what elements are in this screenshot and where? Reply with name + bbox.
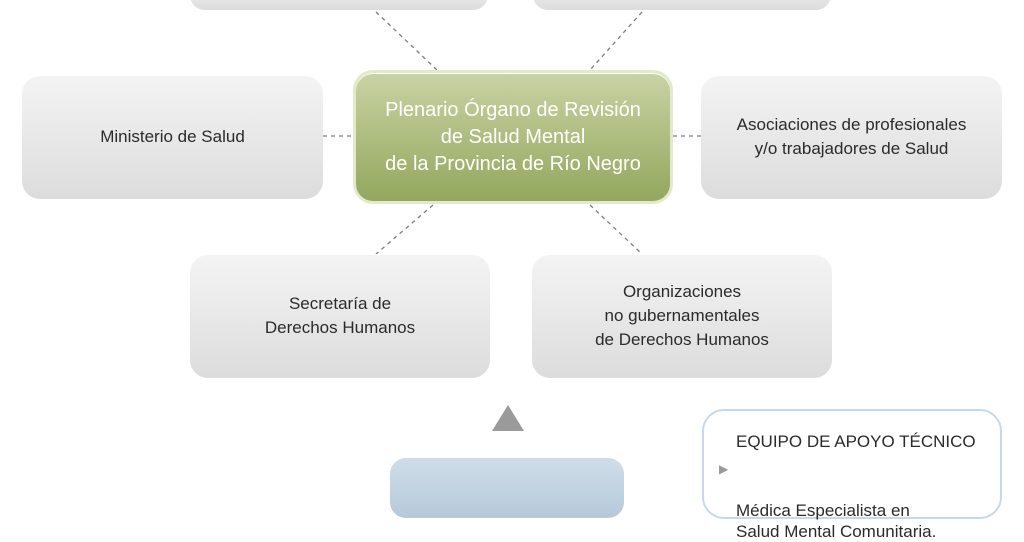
node-ong-ddhh: Organizaciones no gubernamentales de Der…: [532, 254, 832, 378]
team-item: ▶ Médica Especialista en Salud Mental Co…: [719, 458, 1000, 542]
node-secretaria-ddhh: Secretaría de Derechos Humanos: [190, 254, 490, 378]
node-label: Secretaría de Derechos Humanos: [264, 294, 416, 337]
connector-top-right: [589, 11, 643, 71]
team-item-label: Médica Especialista en Salud Mental Comu…: [736, 501, 937, 541]
connector-lines: [323, 11, 701, 255]
connector-bottom-left: [375, 204, 434, 255]
connector-bottom-right: [589, 204, 643, 255]
technical-support-team-box: EQUIPO DE APOYO TÉCNICO ▶ Médica Especia…: [702, 409, 1002, 541]
lower-blue-node: [390, 458, 624, 518]
triangle-right-icon: ▶: [719, 462, 729, 476]
team-title: EQUIPO DE APOYO TÉCNICO: [736, 432, 976, 451]
node-asociaciones: Asociaciones de profesionales y/o trabaj…: [701, 75, 1002, 199]
top-right-node: [533, 0, 831, 10]
node-label: Organizaciones no gubernamentales de Der…: [595, 282, 769, 349]
triangle-up-icon: [492, 405, 524, 431]
node-label: Ministerio de Salud: [100, 127, 245, 146]
center-node-plenario: Plenario Órgano de Revisión de Salud Men…: [353, 70, 673, 204]
connector-top-left: [375, 11, 438, 71]
top-left-node: [190, 0, 488, 10]
node-ministerio-salud: Ministerio de Salud: [22, 75, 323, 199]
center-node-label: Plenario Órgano de Revisión de Salud Men…: [385, 98, 641, 175]
node-label: Asociaciones de profesionales y/o trabaj…: [736, 115, 967, 158]
